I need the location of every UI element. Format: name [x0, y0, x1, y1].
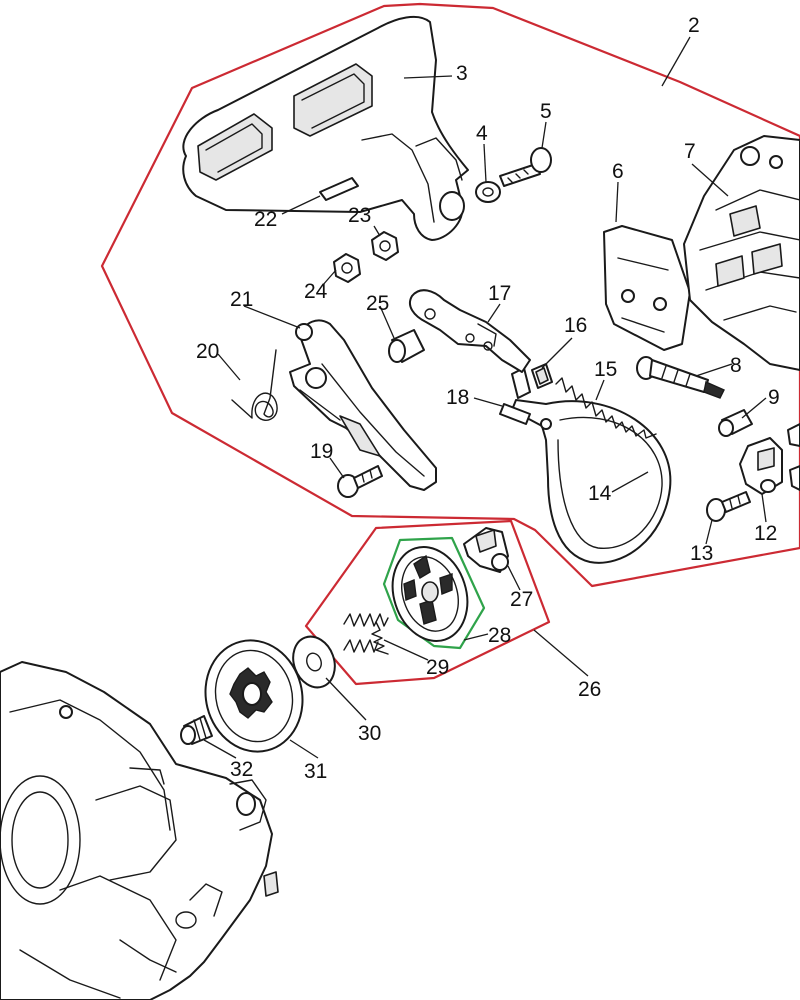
assembly-group-26-outline — [304, 519, 551, 686]
callout-29: 29 — [426, 656, 449, 679]
part-5-bolt — [499, 147, 552, 187]
callout-20: 20 — [196, 340, 219, 363]
callout-13: 13 — [690, 542, 713, 565]
callout-24: 24 — [304, 280, 328, 303]
callout-19: 19 — [310, 440, 333, 463]
part-14-brake-band — [511, 367, 672, 564]
engine-crankcase — [0, 661, 279, 1000]
part-19-screw — [337, 465, 383, 498]
part-chain-cover — [182, 15, 469, 241]
part-8-bolt — [636, 356, 725, 399]
callout-23: 23 — [348, 204, 371, 227]
part-27-clutch-shoe — [463, 527, 509, 573]
callout-labels: 2 3 4 5 6 7 8 9 12 13 14 15 16 17 18 19 … — [196, 14, 780, 783]
callout-2: 2 — [688, 14, 700, 37]
part-24-nut — [333, 253, 361, 283]
callout-28: 28 — [488, 624, 511, 647]
callout-15: 15 — [594, 358, 617, 381]
part-18-pin — [499, 403, 531, 425]
part-20-torsion-spring — [231, 349, 278, 421]
callout-7: 7 — [684, 140, 696, 163]
part-25-bushing — [388, 329, 425, 363]
callout-27: 27 — [510, 588, 533, 611]
part-32-needle-bearing — [180, 715, 213, 745]
callout-18: 18 — [446, 386, 469, 409]
callout-17: 17 — [488, 282, 511, 305]
callout-16: 16 — [564, 314, 587, 337]
callout-31: 31 — [304, 760, 327, 783]
assembly-group-2-outline — [100, 2, 800, 588]
part-7-brake-housing — [683, 135, 800, 371]
part-12-bracket — [739, 437, 783, 495]
callout-22: 22 — [254, 208, 277, 231]
part-21-brake-lever — [289, 319, 437, 491]
callout-9: 9 — [768, 386, 780, 409]
edge-gear-fragments — [787, 423, 800, 491]
callout-8: 8 — [730, 354, 742, 377]
part-16-block — [531, 363, 553, 389]
callout-3: 3 — [456, 62, 468, 85]
part-23-nut — [371, 231, 399, 261]
part-13-screw — [706, 491, 751, 522]
part-6-guide-plate — [603, 225, 691, 351]
callout-5: 5 — [540, 100, 552, 123]
callout-12: 12 — [754, 522, 777, 545]
part-4-washer — [475, 181, 501, 203]
callout-26: 26 — [578, 678, 601, 701]
callout-6: 6 — [612, 160, 624, 183]
callout-30: 30 — [358, 722, 381, 745]
callout-21: 21 — [230, 288, 253, 311]
callout-14: 14 — [588, 482, 612, 505]
part-31-sprocket-drum — [204, 639, 304, 753]
part-28-clutch-carrier — [382, 536, 486, 650]
part-15-spring — [555, 377, 657, 439]
part-17-linkage — [408, 289, 531, 373]
callout-32: 32 — [230, 758, 253, 781]
part-29-springs — [343, 613, 389, 655]
leader-lines — [203, 36, 767, 759]
part-22-pin — [319, 177, 359, 201]
callout-4: 4 — [476, 122, 488, 145]
callout-25: 25 — [366, 292, 389, 315]
